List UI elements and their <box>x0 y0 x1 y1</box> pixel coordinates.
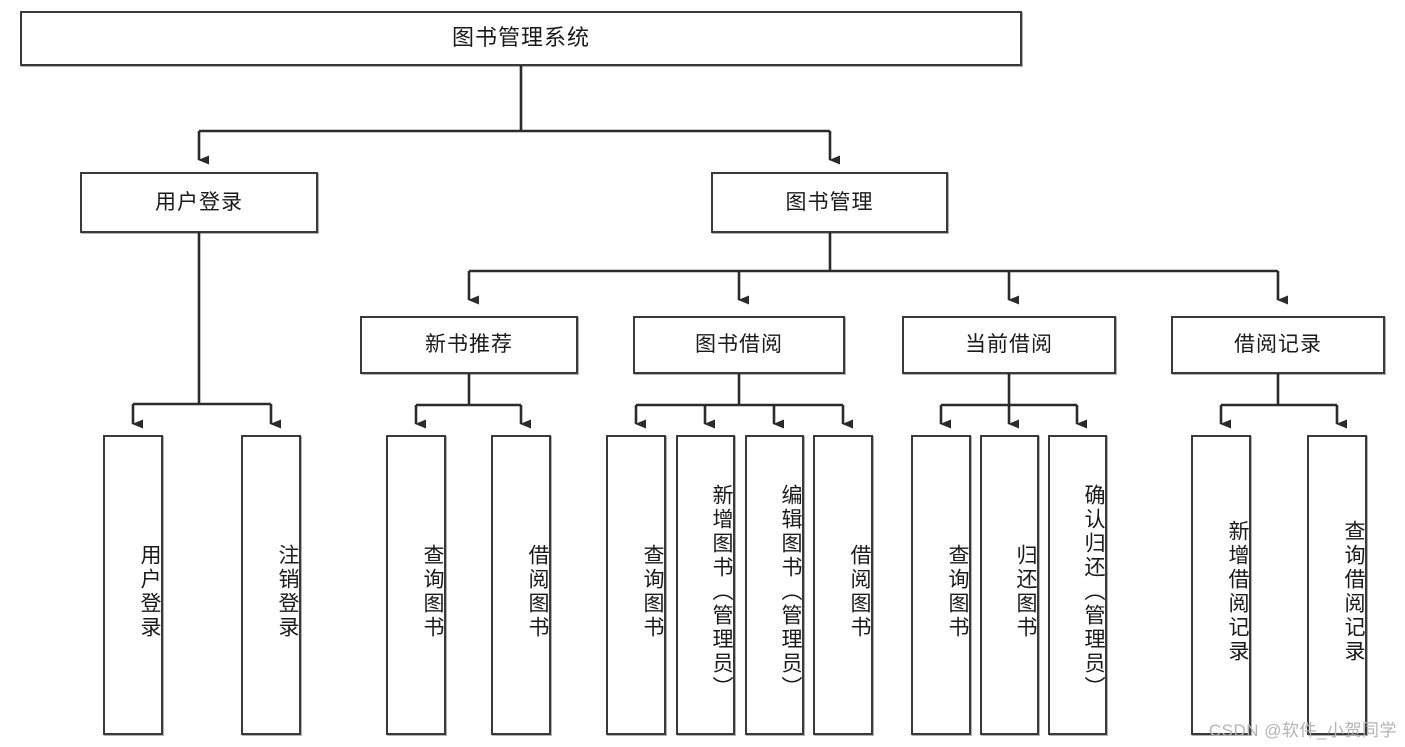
leaf-logout[interactable]: 注销登录 <box>241 435 301 735</box>
leaf-label: 编辑图书（管理员） <box>779 484 802 700</box>
leaf-confirm-return[interactable]: 确认归还（管理员） <box>1048 435 1107 735</box>
node-book-borrow[interactable]: 图书借阅 <box>633 316 845 374</box>
node-user-login[interactable]: 用户登录 <box>80 172 318 233</box>
leaf-query-book-1[interactable]: 查询图书 <box>386 435 446 735</box>
leaf-label: 查询图书 <box>421 544 444 640</box>
leaf-label: 新增图书（管理员） <box>710 484 733 700</box>
csdn-watermark: CSDN @软件_小贺同学 <box>1208 721 1397 740</box>
leaf-label: 用户登录 <box>138 544 161 640</box>
leaf-label: 借阅图书 <box>848 544 871 640</box>
leaf-label: 归还图书 <box>1014 544 1037 640</box>
leaf-borrow-book-1[interactable]: 借阅图书 <box>491 435 551 735</box>
leaf-label: 借阅图书 <box>526 544 549 640</box>
leaf-query-record[interactable]: 查询借阅记录 <box>1307 435 1367 735</box>
leaf-label: 查询图书 <box>641 544 664 640</box>
leaf-edit-book[interactable]: 编辑图书（管理员） <box>745 435 804 735</box>
leaf-label: 查询图书 <box>946 544 969 640</box>
node-current-borrow[interactable]: 当前借阅 <box>902 316 1116 374</box>
leaf-label: 查询借阅记录 <box>1342 520 1365 664</box>
leaf-add-record[interactable]: 新增借阅记录 <box>1191 435 1251 735</box>
node-book-manage[interactable]: 图书管理 <box>711 172 948 233</box>
leaf-borrow-book-2[interactable]: 借阅图书 <box>813 435 873 735</box>
leaf-add-book[interactable]: 新增图书（管理员） <box>676 435 735 735</box>
node-root[interactable]: 图书管理系统 <box>20 11 1022 66</box>
leaf-user-login[interactable]: 用户登录 <box>103 435 163 735</box>
leaf-return-book[interactable]: 归还图书 <box>980 435 1039 735</box>
leaf-label: 注销登录 <box>276 544 299 640</box>
leaf-label: 新增借阅记录 <box>1226 520 1249 664</box>
leaf-query-book-3[interactable]: 查询图书 <box>911 435 971 735</box>
leaf-label: 确认归还（管理员） <box>1082 484 1105 700</box>
node-borrow-record[interactable]: 借阅记录 <box>1171 316 1385 374</box>
leaf-query-book-2[interactable]: 查询图书 <box>606 435 666 735</box>
node-new-book-recommend[interactable]: 新书推荐 <box>360 316 578 374</box>
